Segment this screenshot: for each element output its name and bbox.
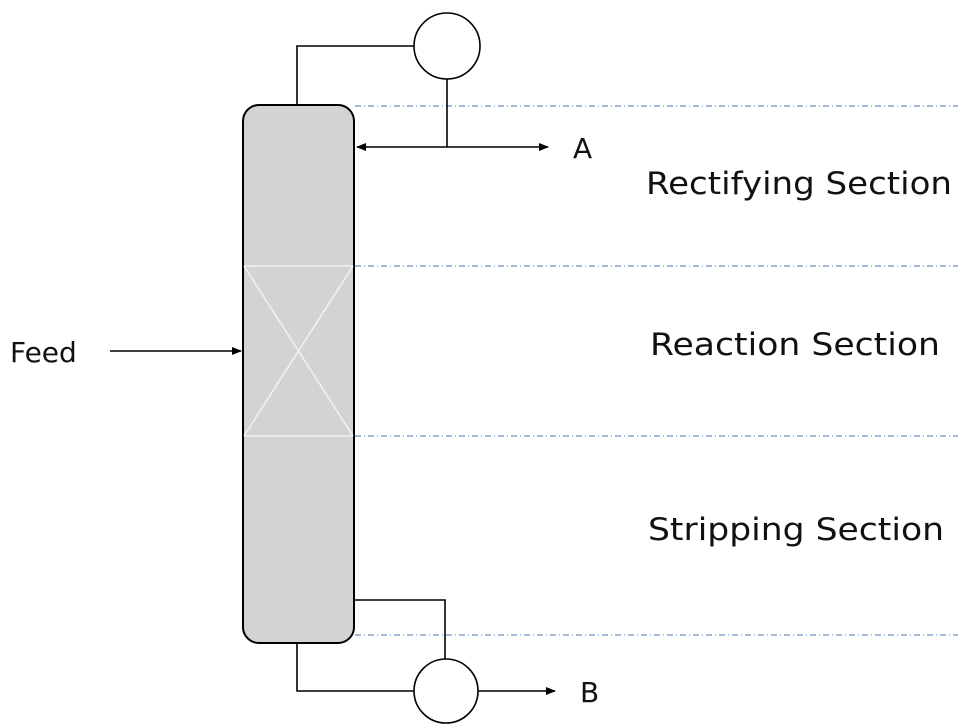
overhead-vapor-line (296, 45, 414, 105)
distillation-column (242, 104, 355, 644)
bottoms-liquid-line (296, 643, 414, 692)
rectifying-section-label: Rectifying Section (646, 166, 952, 202)
reaction-section-label: Reaction Section (650, 327, 940, 363)
bottoms-label: B (580, 676, 599, 709)
condenser-icon (413, 12, 481, 80)
reboiler (296, 599, 556, 724)
section-dividers (355, 105, 958, 636)
reaction-packing (243, 265, 354, 437)
condenser (296, 12, 481, 147)
feed-label: Feed (10, 336, 77, 369)
reboiler-icon (413, 658, 479, 724)
stripping-section-label: Stripping Section (648, 512, 944, 548)
reboiler-vapor-return-line (354, 599, 446, 659)
distillate-label: A (573, 132, 592, 165)
